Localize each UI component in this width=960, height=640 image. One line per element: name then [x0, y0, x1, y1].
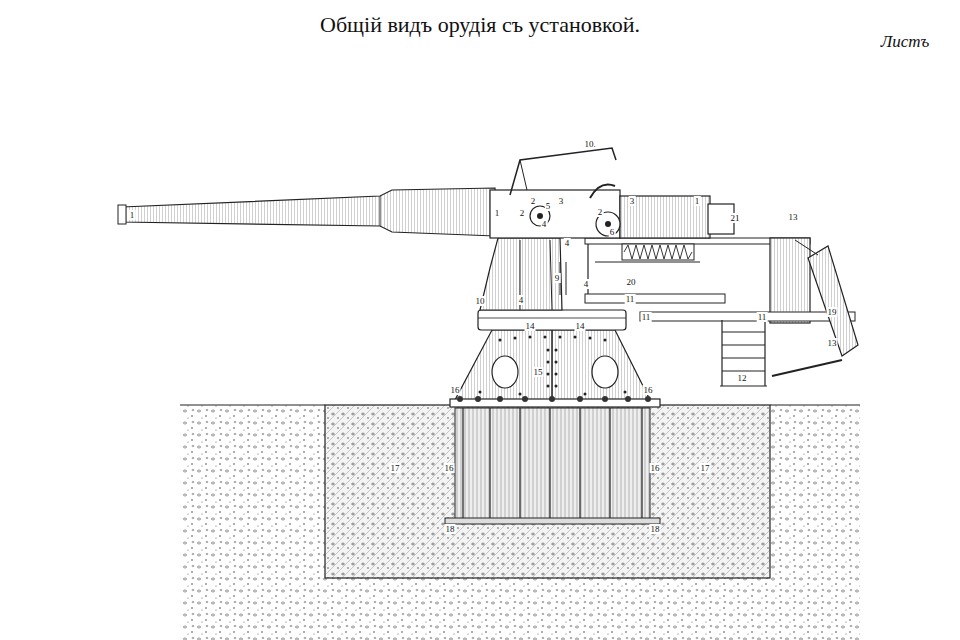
callout-number: 21 — [730, 213, 741, 223]
callout-number: 16 — [444, 463, 455, 473]
callout-number: 3 — [558, 196, 565, 206]
callout-number: 2 — [519, 208, 526, 218]
sheet-label: Листъ — [880, 37, 931, 47]
callout-number: 4 — [583, 279, 590, 289]
callout-number: 3 — [629, 196, 636, 206]
callout-number: 10 — [475, 296, 486, 306]
callout-number: 20 — [626, 277, 637, 287]
callout-number: 16 — [643, 385, 654, 395]
callout-number: 6 — [609, 227, 616, 237]
callout-number: 2 — [530, 196, 537, 206]
callout-number: 15 — [533, 367, 544, 377]
callout-number: 1 — [694, 196, 701, 206]
callout-number: 18 — [445, 524, 456, 534]
callout-number: 14 — [525, 321, 536, 331]
callout-number: 11 — [757, 312, 768, 322]
callout-number: 11 — [625, 294, 636, 304]
callout-number: 5 — [545, 201, 552, 211]
callout-number: 19 — [827, 307, 838, 317]
callout-number: 16 — [650, 463, 661, 473]
callout-number: 10. — [583, 139, 596, 149]
callout-number: 16 — [450, 385, 461, 395]
callout-number: 4 — [564, 238, 571, 248]
callout-number: 17 — [390, 463, 401, 473]
callout-number: 13 — [788, 212, 799, 222]
callout-number: 17 — [700, 463, 711, 473]
callout-number: 18 — [650, 524, 661, 534]
callout-number: 4 — [518, 295, 525, 305]
callout-number: 4 — [541, 219, 548, 229]
callout-number: 1 — [129, 210, 136, 220]
callout-number: 13 — [827, 338, 838, 348]
sheet-title: Общій видъ орудія съ установкой. — [0, 12, 960, 38]
callout-number: 11 — [641, 312, 652, 322]
callout-number: 9 — [554, 273, 561, 283]
callout-number: 14 — [575, 321, 586, 331]
callout-number: 1 — [494, 208, 501, 218]
callout-number: 2 — [597, 207, 604, 217]
callout-number: 12 — [737, 373, 748, 383]
